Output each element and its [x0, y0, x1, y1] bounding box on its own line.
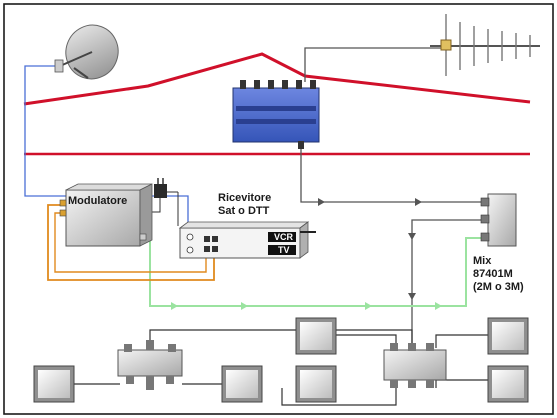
arrow-head: [415, 198, 422, 206]
receiver-label-line1: Ricevitore: [218, 192, 271, 204]
tv-scart-port: [268, 245, 296, 255]
yagi-antenna-icon: [430, 14, 540, 76]
receiver-label-line2: Sat o DTT: [218, 205, 270, 217]
power-plug-icon: [154, 178, 179, 226]
modulator-label: Modulatore: [68, 195, 127, 207]
satellite-dish-icon: [54, 24, 119, 80]
arrow-head: [408, 233, 416, 240]
arrow-head: [241, 302, 248, 310]
mix-label-line1: Mix: [473, 255, 492, 267]
distribution-cable: [149, 329, 413, 348]
arrow-head: [365, 302, 372, 310]
vcr-scart-port: [268, 232, 296, 242]
modulator-box: [59, 183, 153, 247]
tv-icon: [33, 365, 75, 403]
frame-border: [3, 3, 554, 415]
splitter-left: [117, 340, 183, 390]
roof-line: [23, 52, 531, 106]
antenna-cable: [304, 47, 446, 82]
arrow-head: [318, 198, 325, 206]
mix-combiner: [480, 193, 517, 247]
tv-icon: [487, 317, 529, 355]
mix-label-line3: (2M o 3M): [473, 281, 524, 293]
receiver-box: [178, 221, 310, 259]
antenna-amplifier: [232, 80, 320, 149]
vcr-label: VCR: [274, 232, 294, 242]
arrow-head: [408, 293, 416, 300]
amp-to-mix-cable: [300, 146, 484, 203]
tv-icon: [295, 365, 337, 403]
mix-label-line2: 87401M: [473, 268, 513, 280]
splitter-right: [383, 343, 447, 388]
tv-label: TV: [278, 245, 290, 255]
distribution-cable: [435, 379, 488, 388]
tv-icon: [295, 317, 337, 355]
distribution-cable: [281, 388, 397, 406]
distribution-cable: [330, 334, 397, 348]
av-cable: [47, 204, 215, 281]
sat-cable: [24, 65, 189, 232]
tv-icon: [487, 365, 529, 403]
av-cable: [54, 212, 207, 273]
tv-icon: [221, 365, 263, 403]
distribution-cable: [435, 334, 488, 348]
arrow-head: [435, 302, 442, 310]
arrow-head: [171, 302, 178, 310]
